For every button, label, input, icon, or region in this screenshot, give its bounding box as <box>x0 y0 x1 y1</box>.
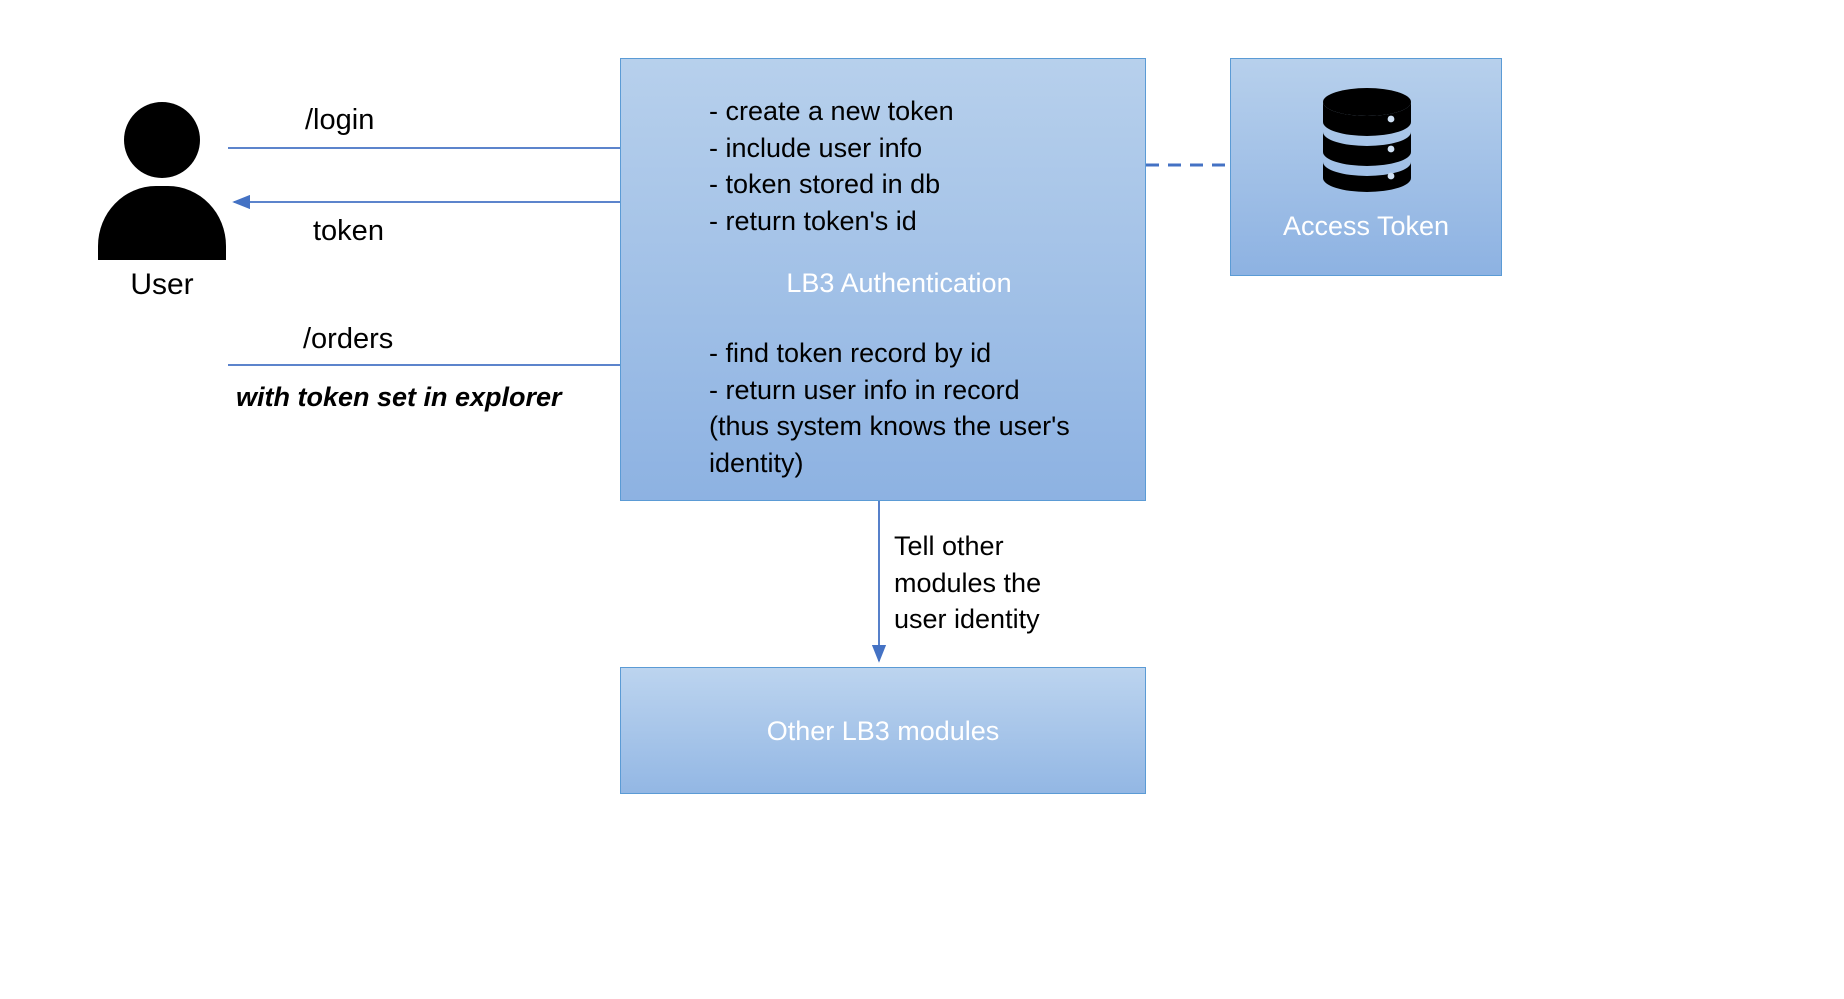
auth-bottom-steps-text: - find token record by id - return user … <box>709 338 1070 478</box>
access-token-box: Access Token <box>1230 58 1502 276</box>
modules-note-label: Tell other modules the user identity <box>894 531 1042 634</box>
auth-top-steps-text: - create a new token - include user info… <box>709 96 954 236</box>
user-person-icon-head <box>124 102 200 178</box>
login-edge-label: /login <box>305 104 375 136</box>
lb3-authentication-box: - create a new token - include user info… <box>620 58 1146 501</box>
other-lb3-modules-box: Other LB3 modules <box>620 667 1146 794</box>
token-edge-label: token <box>313 215 384 247</box>
auth-box-title: LB3 Authentication <box>786 268 1012 298</box>
database-icon <box>1323 88 1411 192</box>
orders-edge-label: /orders <box>303 323 394 355</box>
access-token-label: Access Token <box>1282 211 1450 241</box>
user-actor: User <box>96 100 228 301</box>
orders-note-label: with token set in explorer <box>236 382 562 412</box>
other-modules-label: Other LB3 modules <box>766 716 1000 746</box>
user-label: User <box>130 268 194 301</box>
